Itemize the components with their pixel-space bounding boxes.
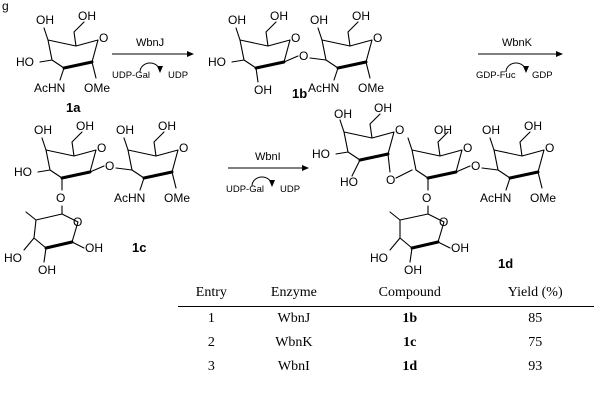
yield-cell: 75 <box>528 335 543 350</box>
column-header-compound: Compound <box>343 282 477 307</box>
entry-cell: 3 <box>207 359 215 374</box>
entry-cell: 1 <box>207 311 215 326</box>
oh-label: OH <box>38 263 56 277</box>
oh-label: OH <box>36 13 54 27</box>
enzyme-cell: WbnJ <box>277 311 311 326</box>
oh-label: OH <box>451 241 469 255</box>
yield-table: Entry Enzyme Compound Yield (%) 1 WbnJ 1… <box>178 282 594 379</box>
achn-label: AcHN <box>114 191 145 205</box>
column-header-enzyme: Enzyme <box>244 282 344 307</box>
ho-label: HO <box>370 251 388 265</box>
oh-label: OH <box>352 9 370 23</box>
ring-oxygen-label: O <box>97 141 106 155</box>
ho-label: HO <box>340 175 358 189</box>
oh-label: OH <box>34 123 52 137</box>
table-row: 2 WbnK 1c 75 <box>178 331 594 355</box>
enzyme-label: WbnK <box>502 37 533 49</box>
reaction-arrow-1: WbnJ UDP-Gal UDP <box>112 37 194 81</box>
oh-label: OH <box>76 119 94 133</box>
compound-1b-structure: OH OH O HO OH O OH OH O AcHN OMe 1b <box>208 9 384 101</box>
ring-oxygen-label: O <box>73 215 82 229</box>
column-header-yield: Yield (%) <box>476 282 594 307</box>
oh-label: OH <box>404 263 422 277</box>
ho-label: HO <box>16 55 34 69</box>
compound-1a-structure: OH OH O HO AcHN OMe 1a <box>16 9 110 115</box>
ring-oxygen-label: O <box>291 31 300 45</box>
oh-label: OH <box>254 83 272 97</box>
oh-label: OH <box>116 123 134 137</box>
ring-oxygen-label: O <box>373 31 382 45</box>
table-header-row: Entry Enzyme Compound Yield (%) <box>178 282 594 307</box>
compound-1d-structure: OH OH O HO HO O OH O O O OH OH O AcHN OM… <box>312 101 556 277</box>
ring-oxygen-label: O <box>463 141 472 155</box>
donor-label: UDP-Gal <box>112 70 150 81</box>
entry-cell: 2 <box>207 335 215 350</box>
ome-label: OMe <box>358 81 384 95</box>
ho-label: HO <box>14 165 32 179</box>
compound-cell: 1b <box>402 311 418 326</box>
oh-label: OH <box>228 13 246 27</box>
compound-label-1c: 1c <box>132 240 146 255</box>
enzyme-label: WbnJ <box>136 37 164 49</box>
ring-oxygen-label: O <box>99 31 108 45</box>
table-row: 1 WbnJ 1b 85 <box>178 307 594 332</box>
donor-label: UDP-Gal <box>226 184 264 195</box>
ring-oxygen-label: O <box>179 141 188 155</box>
compound-label-1d: 1d <box>498 256 513 271</box>
ome-label: OMe <box>164 191 190 205</box>
glycosidic-oxygen-label: O <box>105 159 114 173</box>
compound-label-1a: 1a <box>66 100 81 115</box>
oh-label: OH <box>270 9 288 23</box>
ring-oxygen-label: O <box>395 123 404 137</box>
ome-label: OMe <box>84 81 110 95</box>
yield-cell: 93 <box>528 359 543 374</box>
oh-label: OH <box>524 119 542 133</box>
oh-label: OH <box>482 123 500 137</box>
byproduct-label: UDP <box>168 70 188 81</box>
oh-label: OH <box>374 101 392 115</box>
table-row: 3 WbnI 1d 93 <box>178 355 594 379</box>
ho-label: HO <box>4 251 22 265</box>
oh-label: OH <box>78 9 96 23</box>
yield-cell: 85 <box>528 311 543 326</box>
glycosidic-oxygen-label: O <box>299 49 308 63</box>
compound-cell: 1c <box>403 335 417 350</box>
compound-cell: 1d <box>402 359 418 374</box>
ho-label: HO <box>208 55 226 69</box>
alpha-linkage-oxygen-label: O <box>386 173 395 187</box>
byproduct-label: GDP <box>532 70 553 81</box>
achn-label: AcHN <box>308 81 339 95</box>
compound-1c-structure: OH OH O HO O O OH OH O AcHN OMe O OH OH … <box>4 119 190 277</box>
achn-label: AcHN <box>34 81 65 95</box>
enzyme-label: WbnI <box>255 151 281 163</box>
oh-label: OH <box>434 123 452 137</box>
fucose-linkage-oxygen-label: O <box>56 191 65 205</box>
ring-oxygen-label: O <box>439 215 448 229</box>
enzyme-cell: WbnI <box>277 359 310 374</box>
reaction-arrow-3: WbnI UDP-Gal UDP <box>226 151 309 195</box>
reaction-arrow-2: WbnK GDP-Fuc GDP <box>476 37 563 81</box>
achn-label: AcHN <box>480 191 511 205</box>
oh-label: OH <box>158 119 176 133</box>
compound-label-1b: 1b <box>292 86 307 101</box>
glycosidic-oxygen-label: O <box>471 159 480 173</box>
oh-label: OH <box>334 107 352 121</box>
oh-label: OH <box>310 13 328 27</box>
column-header-entry: Entry <box>178 282 245 307</box>
enzyme-cell: WbnK <box>275 335 313 350</box>
figure-label: g <box>2 0 9 13</box>
donor-label: GDP-Fuc <box>476 70 516 81</box>
ho-label: HO <box>312 147 330 161</box>
oh-label: OH <box>85 241 103 255</box>
fucose-linkage-oxygen-label: O <box>422 191 431 205</box>
reaction-scheme: g OH OH O HO AcHN OMe 1a WbnJ UDP-Gal UD… <box>2 0 563 277</box>
ome-label: OMe <box>530 191 556 205</box>
byproduct-label: UDP <box>280 184 300 195</box>
ring-oxygen-label: O <box>545 141 554 155</box>
